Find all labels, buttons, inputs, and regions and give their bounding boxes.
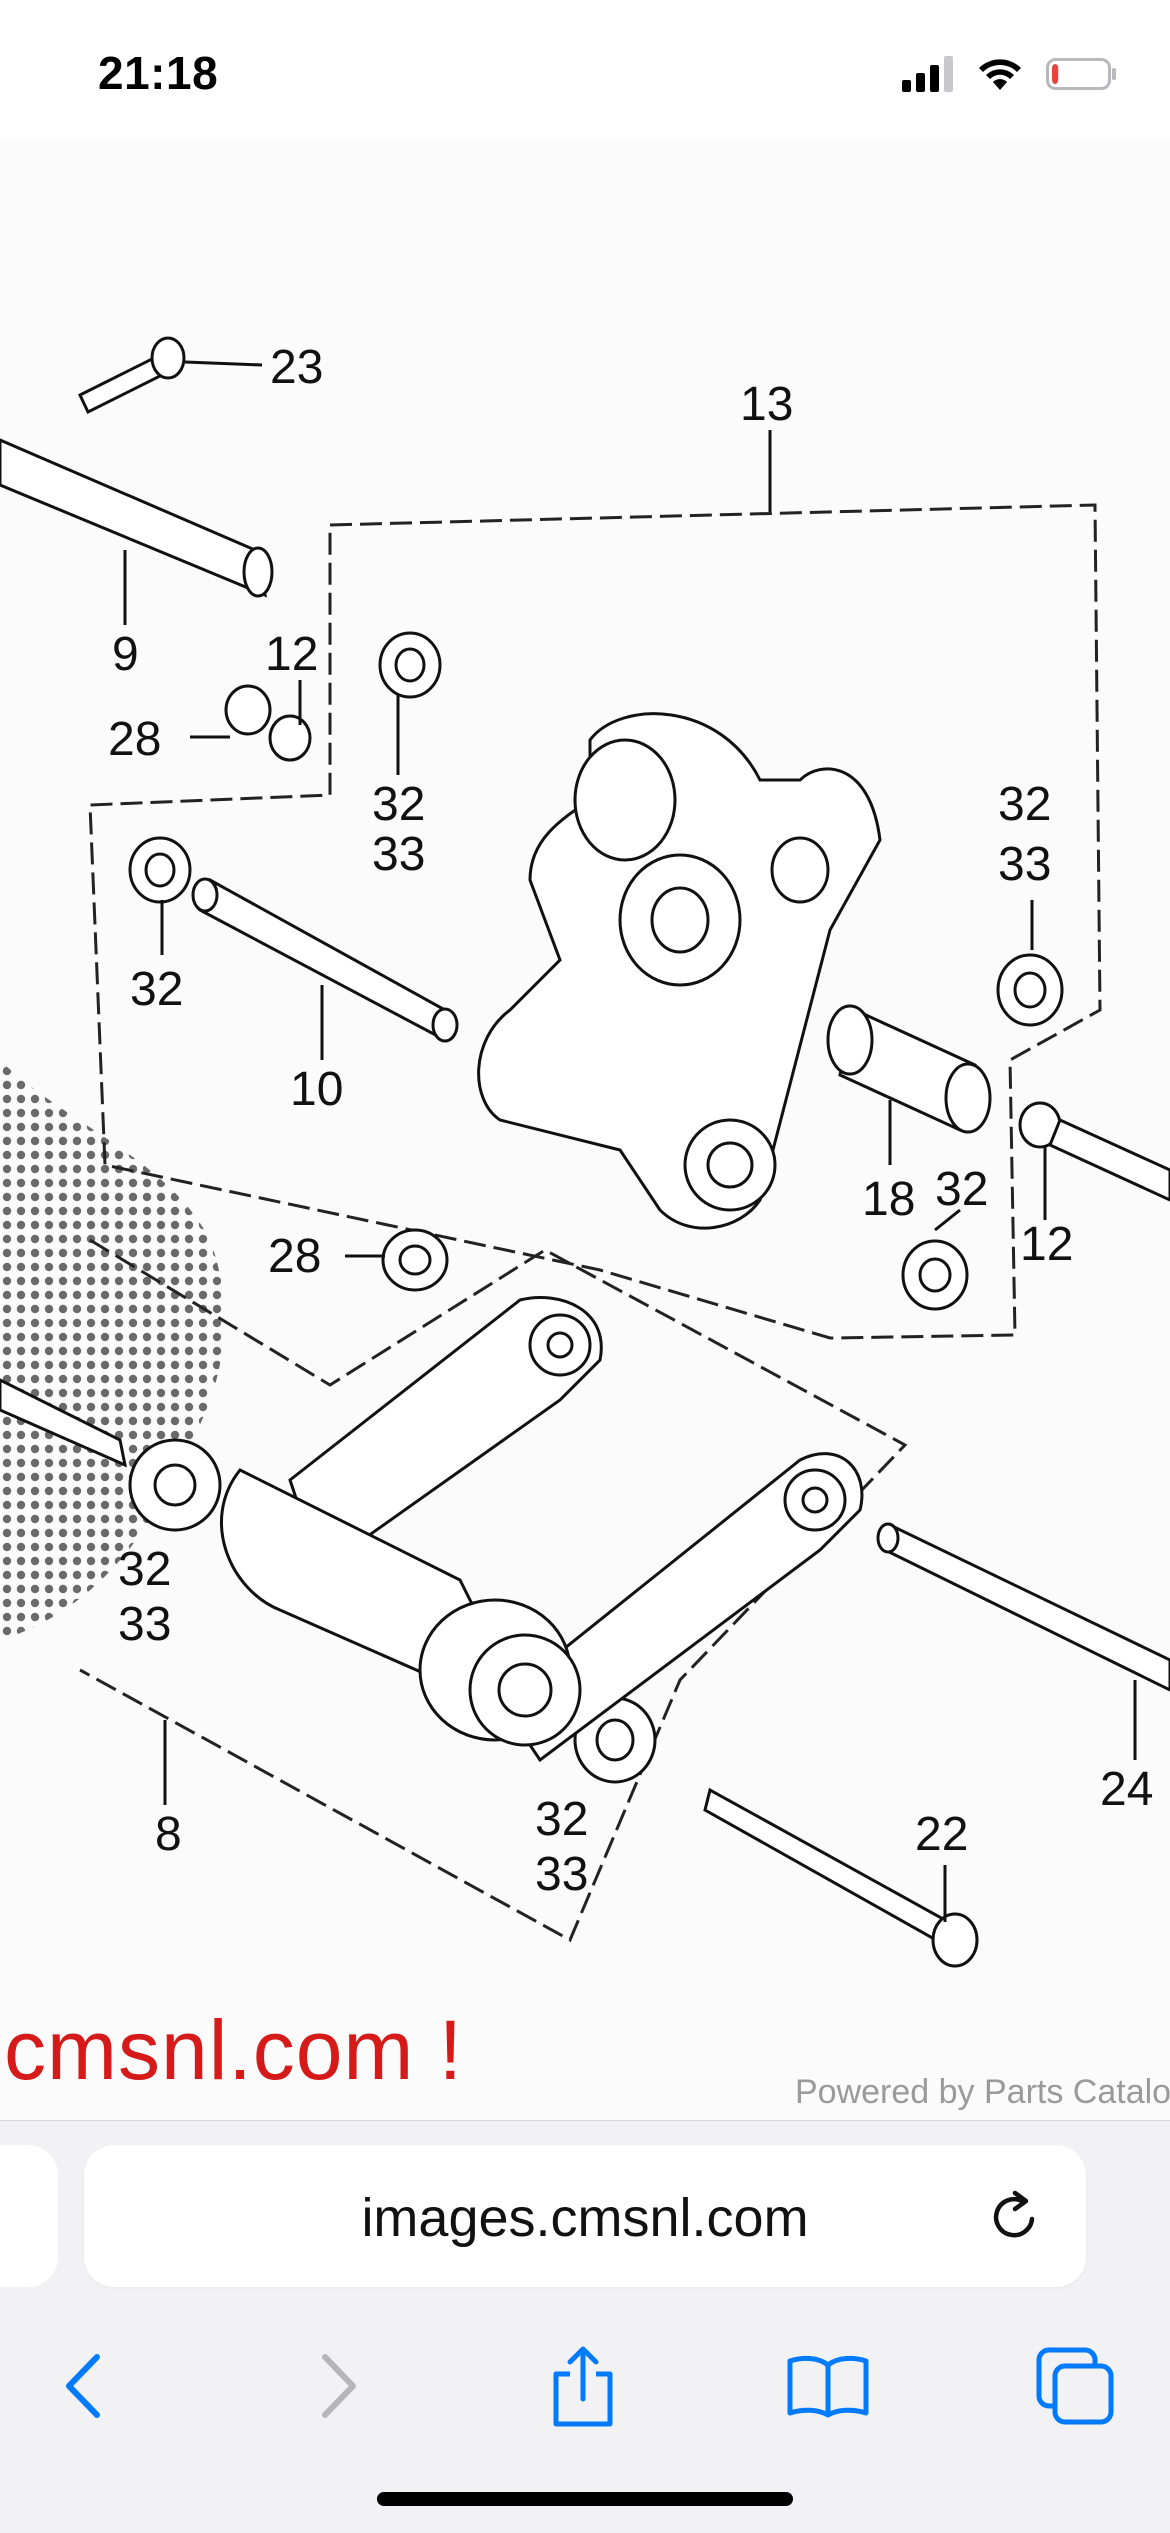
url-text[interactable]: images.cmsnl.com	[361, 2188, 809, 2248]
chevron-left-icon	[66, 2354, 100, 2418]
book-icon	[787, 2355, 869, 2418]
bolt-22	[703, 1787, 979, 1968]
group-8-boundary	[79, 1238, 908, 1943]
callout-22: 22	[915, 1808, 968, 1861]
reload-icon[interactable]	[982, 2185, 1046, 2249]
callout-32: 32	[372, 778, 425, 831]
callout-32: 32	[998, 778, 1051, 831]
callout-12: 12	[1020, 1218, 1073, 1271]
tabs-icon	[1036, 2347, 1114, 2425]
seals	[128, 631, 1064, 1784]
rocker-arm	[477, 712, 882, 1230]
callout-9: 9	[112, 628, 139, 681]
callout-24: 24	[1100, 1763, 1153, 1816]
callout-32: 32	[118, 1543, 171, 1596]
web-content[interactable]: 23 13 9 12 28 32 33 32 33 32 10 32 33 18…	[0, 140, 1170, 2120]
pin-12-right	[1048, 1117, 1170, 1202]
callout-32: 32	[935, 1163, 988, 1216]
powered-by-text: Powered by Parts Catalo	[795, 2073, 1170, 2111]
bolt-23	[78, 336, 186, 415]
home-indicator[interactable]	[377, 2492, 793, 2506]
callout-13: 13	[740, 378, 793, 431]
pin-10	[191, 877, 459, 1043]
previous-tab-peek[interactable]	[0, 2145, 58, 2287]
callout-12: 12	[265, 628, 318, 681]
pin-9	[0, 438, 274, 598]
status-bar: 21:18	[0, 0, 1170, 140]
cellular-signal-icon	[902, 56, 953, 92]
tabs-button[interactable]	[1030, 2341, 1120, 2431]
forward-button[interactable]	[292, 2341, 382, 2431]
callout-32: 32	[535, 1793, 588, 1846]
callout-10: 10	[290, 1063, 343, 1116]
bolt-24	[876, 1522, 1170, 1692]
parts-diagram: 23 13 9 12 28 32 33 32 33 32 10 32 33 18…	[0, 336, 1170, 1968]
callout-23: 23	[270, 341, 323, 394]
leader-lines	[123, 360, 1137, 1922]
status-icons	[902, 52, 1118, 96]
battery-icon	[1046, 58, 1116, 90]
collar-18	[826, 1004, 992, 1134]
status-time: 21:18	[98, 47, 219, 99]
callout-8: 8	[155, 1808, 182, 1861]
callout-18: 18	[862, 1173, 915, 1226]
back-button[interactable]	[40, 2341, 130, 2431]
bookmarks-button[interactable]	[783, 2341, 873, 2431]
browser-toolbar	[0, 2311, 1170, 2461]
callout-28: 28	[108, 713, 161, 766]
callout-33: 33	[998, 838, 1051, 891]
address-bar[interactable]: images.cmsnl.com	[84, 2145, 1086, 2287]
share-icon	[553, 2346, 613, 2427]
site-banner: cmsnl.com !	[4, 2003, 464, 2097]
shaft-left	[0, 1378, 128, 1468]
share-button[interactable]	[538, 2341, 628, 2431]
link-8	[220, 1296, 864, 1763]
callout-33: 33	[118, 1598, 171, 1651]
browser-chrome: images.cmsnl.com	[0, 2120, 1170, 2533]
chevron-right-icon	[322, 2354, 356, 2418]
callout-32: 32	[130, 963, 183, 1016]
callout-28: 28	[268, 1230, 321, 1283]
group-13-boundary	[88, 503, 1102, 1340]
halftone-watermark	[0, 1060, 225, 1640]
callout-33: 33	[372, 828, 425, 881]
wifi-icon	[979, 59, 1021, 90]
callout-33: 33	[535, 1848, 588, 1901]
